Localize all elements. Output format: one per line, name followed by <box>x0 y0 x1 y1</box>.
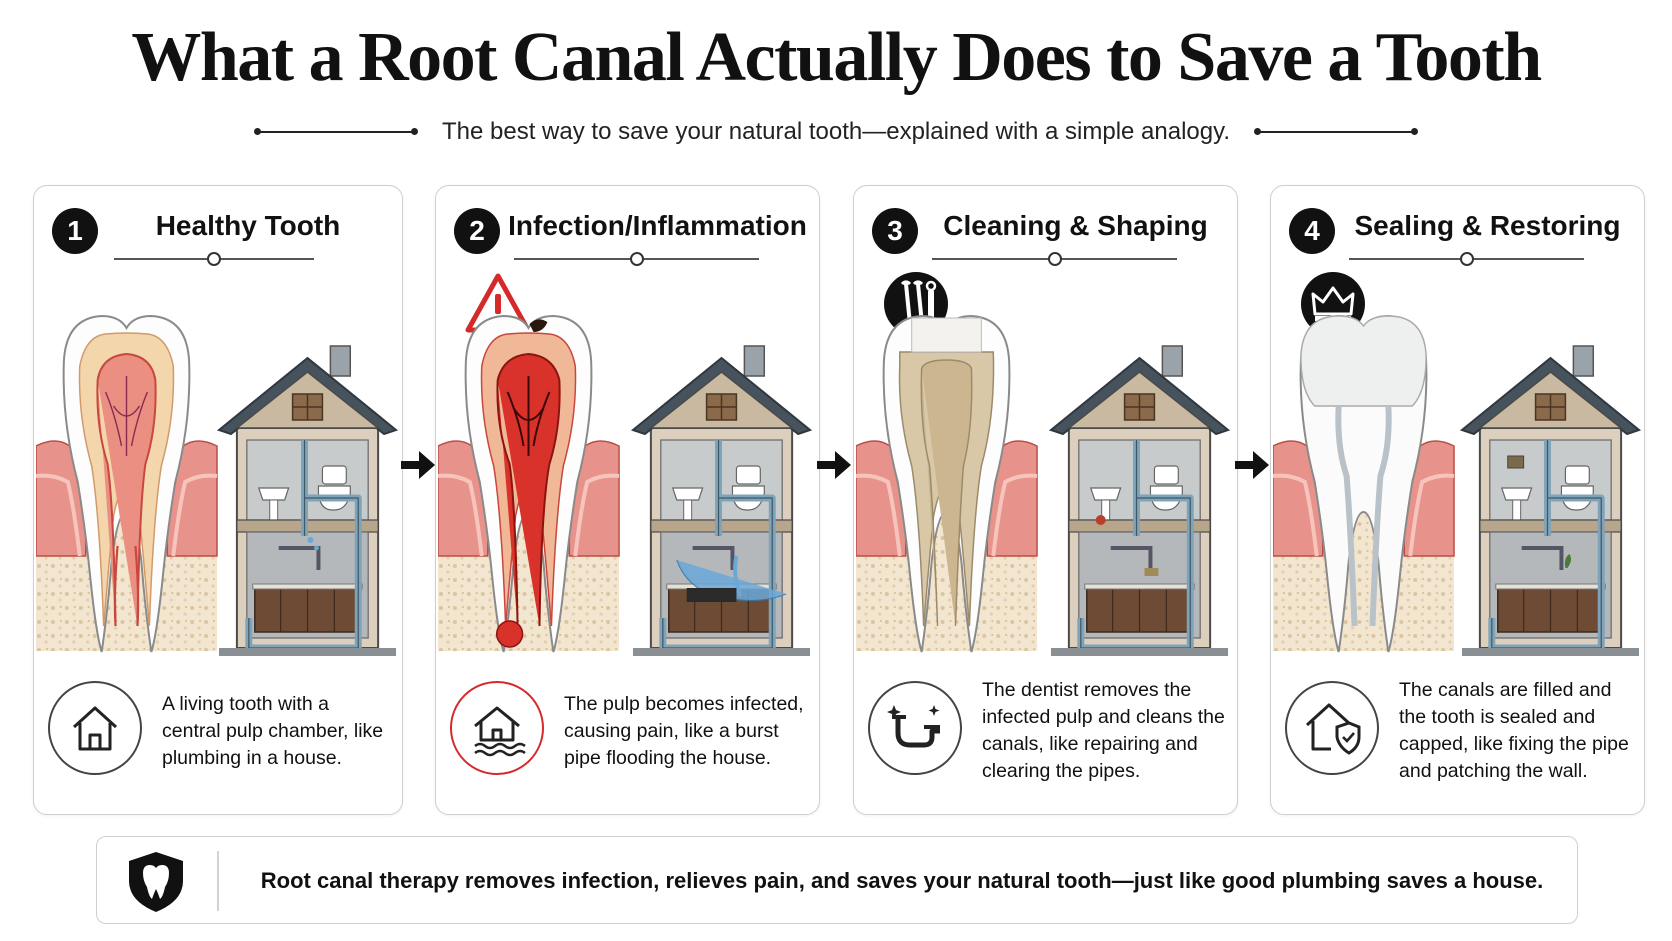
subtitle-row: The best way to save your natural tooth—… <box>0 112 1672 152</box>
banner-divider <box>217 851 219 911</box>
step-title: Healthy Tooth <box>155 210 341 241</box>
subtitle-divider-left <box>254 128 418 135</box>
infected-tooth-house-illustration <box>438 296 817 656</box>
step-description: The dentist removes the infected pulp an… <box>982 679 1225 782</box>
step-description: The canals are filled and the tooth is s… <box>1399 679 1629 782</box>
subtitle: The best way to save your natural tooth—… <box>442 118 1230 145</box>
cleaned-tooth-house-illustration <box>856 296 1235 656</box>
shield-house-icon <box>1285 681 1379 775</box>
summary-text: Root canal therapy removes infection, re… <box>260 868 1544 893</box>
step-panel-healthy-tooth: 1 Healthy Tooth A living tooth with a ce… <box>33 185 403 815</box>
restored-tooth-house-illustration <box>1273 296 1642 656</box>
step-title: Sealing & Restoring <box>1354 210 1621 241</box>
step-panel-sealing: 4 Sealing & Restoring The canals are fil… <box>1270 185 1645 815</box>
step-divider <box>1349 252 1584 266</box>
clean-pipe-icon <box>868 681 962 775</box>
step-panel-infection: 2 Infection/Inflammation The pulp become… <box>435 185 820 815</box>
step-description: A living tooth with a central pulp chamb… <box>162 692 384 769</box>
step-number: 4 <box>1289 208 1335 254</box>
step-panel-cleaning: 3 Cleaning & Shaping The dentist removes… <box>853 185 1238 815</box>
step-divider <box>514 252 759 266</box>
step-number: 1 <box>52 208 98 254</box>
arrow-right-icon <box>817 451 851 479</box>
tooth-shield-icon <box>129 852 183 912</box>
step-divider <box>932 252 1177 266</box>
healthy-tooth-house-illustration <box>36 296 400 656</box>
step-title: Infection/Inflammation <box>508 210 807 241</box>
step-number: 2 <box>454 208 500 254</box>
step-description: The pulp becomes infected, causing pain,… <box>564 692 804 769</box>
arrow-right-icon <box>401 451 435 479</box>
flooded-house-icon <box>450 681 544 775</box>
subtitle-divider-right <box>1254 128 1418 135</box>
step-title: Cleaning & Shaping <box>943 210 1208 241</box>
arrow-right-icon <box>1235 451 1269 479</box>
summary-banner: Root canal therapy removes infection, re… <box>96 836 1578 924</box>
house-icon <box>48 681 142 775</box>
step-divider <box>114 252 314 266</box>
step-number: 3 <box>872 208 918 254</box>
page-title: What a Root Canal Actually Does to Save … <box>131 19 1542 96</box>
